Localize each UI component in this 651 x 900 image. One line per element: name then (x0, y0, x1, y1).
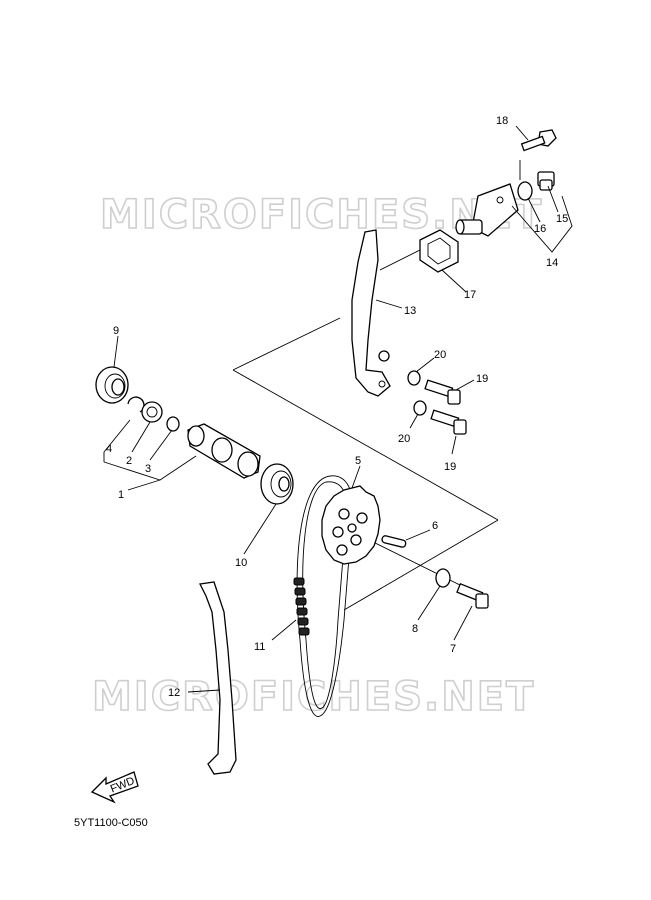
plug-bolt-part-15[interactable] (537, 171, 555, 191)
callout-2[interactable]: 2 (126, 455, 132, 467)
dowel-pin-part-6[interactable] (381, 535, 407, 548)
callout-6[interactable]: 6 (432, 520, 438, 532)
callout-5[interactable]: 5 (355, 455, 361, 467)
diagram-code: 5YT1100-C050 (74, 817, 148, 829)
callout-15[interactable]: 15 (556, 213, 568, 225)
fwd-label: FWD (109, 775, 137, 796)
bolt-part-19-lower[interactable] (430, 409, 467, 435)
callout-19-upper[interactable]: 19 (476, 373, 488, 385)
washer-part-8[interactable] (435, 568, 451, 588)
cam-sprocket-part-5[interactable] (321, 485, 381, 565)
collar-part-2[interactable] (141, 401, 163, 423)
callout-7[interactable]: 7 (450, 643, 456, 655)
tensioner-assembly-part-14[interactable] (455, 183, 519, 237)
leader-lines (103, 125, 573, 693)
callout-14[interactable]: 14 (546, 257, 558, 269)
callouts: 18 15 16 14 17 13 20 19 20 19 9 4 2 3 1 … (106, 115, 568, 699)
chain-links (293, 577, 310, 636)
callout-9[interactable]: 9 (113, 325, 119, 337)
washer-part-20-upper[interactable] (407, 370, 421, 386)
callout-12[interactable]: 12 (168, 687, 180, 699)
callout-10[interactable]: 10 (235, 557, 247, 569)
callout-18[interactable]: 18 (496, 115, 508, 127)
fwd-arrow-icon: FWD (90, 771, 139, 804)
bearing-part-9[interactable] (95, 366, 129, 404)
bolt-part-7[interactable] (456, 582, 489, 609)
camshaft-part-1[interactable] (187, 423, 261, 479)
callout-19-lower[interactable]: 19 (444, 461, 456, 473)
o-ring-part-3[interactable] (166, 416, 180, 432)
callout-16[interactable]: 16 (534, 223, 546, 235)
callout-11[interactable]: 11 (254, 641, 265, 653)
callout-17[interactable]: 17 (464, 289, 476, 301)
tensioner-gasket-part-17[interactable] (419, 229, 459, 273)
callout-1[interactable]: 1 (118, 489, 124, 501)
callout-8[interactable]: 8 (412, 623, 418, 635)
callout-3[interactable]: 3 (145, 463, 151, 475)
callout-20-upper[interactable]: 20 (434, 349, 446, 361)
gasket-ring-part-16[interactable] (517, 181, 533, 201)
callout-13[interactable]: 13 (404, 305, 416, 317)
callout-4[interactable]: 4 (106, 443, 112, 455)
callout-20-lower[interactable]: 20 (398, 433, 410, 445)
chain-guide-part-12[interactable] (199, 581, 237, 775)
circlip-part-4[interactable] (127, 396, 145, 413)
bolt-part-19-upper[interactable] (424, 379, 461, 405)
washer-part-20-lower[interactable] (413, 400, 427, 416)
bearing-part-10[interactable] (260, 463, 294, 505)
bolt-part-18[interactable] (520, 129, 557, 152)
tensioner-guide-part-13[interactable] (351, 229, 391, 397)
